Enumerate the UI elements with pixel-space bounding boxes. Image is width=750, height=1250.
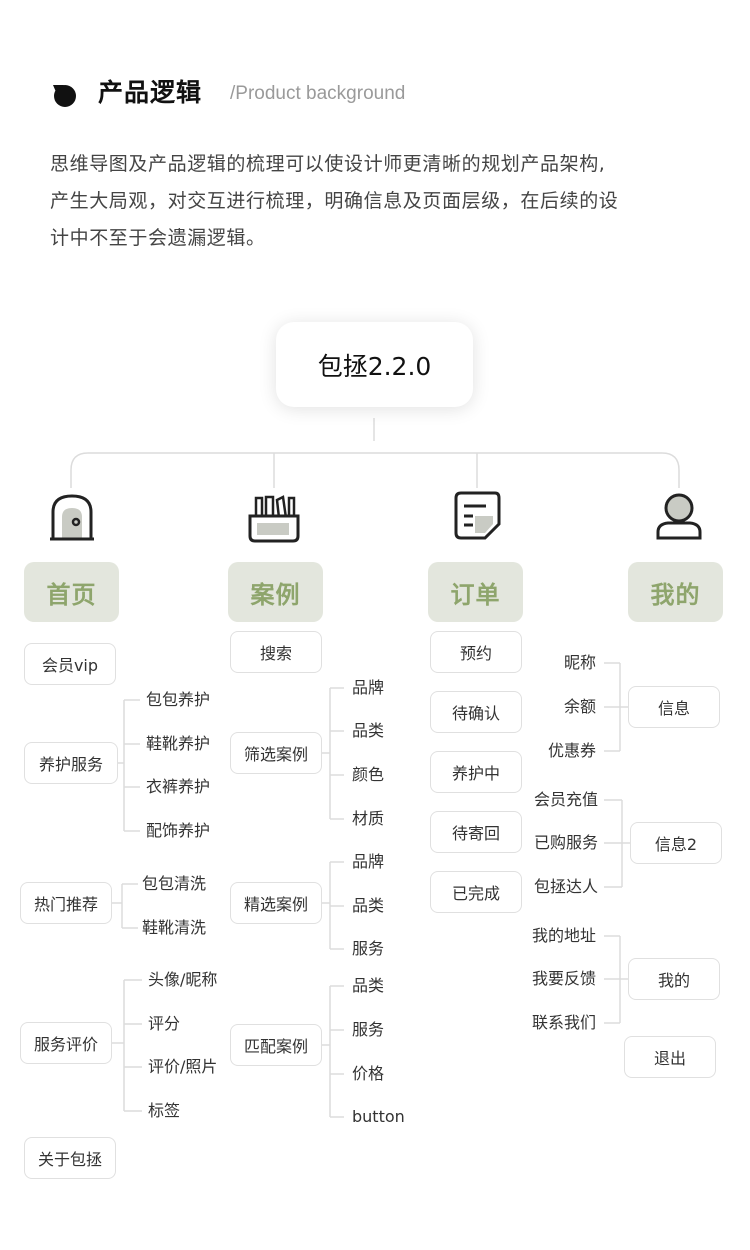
node-featured-cases: 精选案例 [230, 882, 322, 924]
node-order-status: 待寄回 [430, 811, 522, 853]
leaf-item: 联系我们 [531, 1013, 596, 1032]
leaf-item: button [352, 1107, 405, 1126]
leaf-item: 包包养护 [146, 690, 211, 709]
pencil-cup-icon [248, 495, 300, 543]
leaf-item: 配饰养护 [146, 821, 211, 840]
section-title: 产品逻辑 [98, 78, 203, 107]
node-my: 我的 [628, 958, 720, 1000]
node-logout: 退出 [624, 1036, 716, 1078]
leaf-item: 优惠券 [547, 741, 596, 760]
intro-line: 计中不至于会遗漏逻辑。 [50, 227, 266, 249]
leaf-item: 头像/昵称 [148, 970, 218, 989]
node-vip: 会员vip [24, 643, 116, 685]
leaf-item: 品牌 [352, 678, 385, 697]
node-info2: 信息2 [630, 822, 722, 864]
document-icon [454, 491, 501, 540]
section-bullet-icon [53, 85, 76, 107]
leaf-item: 已购服务 [533, 833, 598, 852]
node-search: 搜索 [230, 631, 322, 673]
leaf-item: 标签 [148, 1101, 181, 1120]
category-mine: 我的 [628, 562, 723, 622]
leaf-item: 我要反馈 [531, 969, 596, 988]
leaf-item: 品类 [352, 976, 385, 995]
section-subtitle: /Product background [230, 83, 406, 104]
leaf-item: 材质 [352, 809, 385, 828]
node-filter-cases: 筛选案例 [230, 732, 322, 774]
root-node: 包拯2.2.0 [276, 322, 473, 407]
leaf-item: 颜色 [352, 765, 385, 784]
node-order-status: 已完成 [430, 871, 522, 913]
category-cases: 案例 [228, 562, 323, 622]
node-service-review: 服务评价 [20, 1022, 112, 1064]
leaf-item: 品类 [352, 721, 385, 740]
arch-door-icon [50, 494, 94, 541]
leaf-item: 评价/照片 [148, 1057, 218, 1076]
leaf-item: 评分 [148, 1014, 181, 1033]
node-match-cases: 匹配案例 [230, 1024, 322, 1066]
leaf-item: 服务 [352, 1020, 385, 1039]
leaf-item: 会员充值 [533, 790, 598, 809]
intro-paragraph: 思维导图及产品逻辑的梳理可以使设计师更清晰的规划产品架构, 产生大局观，对交互进… [50, 146, 700, 257]
user-icon [656, 493, 702, 540]
leaf-item: 昵称 [563, 653, 596, 672]
node-order-status: 待确认 [430, 691, 522, 733]
node-hot-recommend: 热门推荐 [20, 882, 112, 924]
leaf-item: 鞋靴清洗 [142, 918, 207, 937]
leaf-item: 品类 [352, 896, 385, 915]
intro-line: 思维导图及产品逻辑的梳理可以使设计师更清晰的规划产品架构, [50, 153, 606, 175]
leaf-item: 余额 [563, 697, 596, 716]
node-info: 信息 [628, 686, 720, 728]
leaf-item: 包包清洗 [142, 874, 207, 893]
node-order-status: 预约 [430, 631, 522, 673]
leaf-item: 价格 [352, 1064, 385, 1083]
category-home: 首页 [24, 562, 119, 622]
intro-line: 产生大局观，对交互进行梳理，明确信息及页面层级，在后续的设 [50, 190, 619, 212]
node-about: 关于包拯 [24, 1137, 116, 1179]
leaf-item: 服务 [352, 939, 385, 958]
node-order-status: 养护中 [430, 751, 522, 793]
leaf-item: 我的地址 [531, 926, 596, 945]
category-orders: 订单 [428, 562, 523, 622]
leaf-item: 衣裤养护 [146, 777, 211, 796]
leaf-item: 包拯达人 [533, 877, 598, 896]
node-care-service: 养护服务 [24, 742, 118, 784]
leaf-item: 品牌 [352, 852, 385, 871]
leaf-item: 鞋靴养护 [146, 734, 211, 753]
